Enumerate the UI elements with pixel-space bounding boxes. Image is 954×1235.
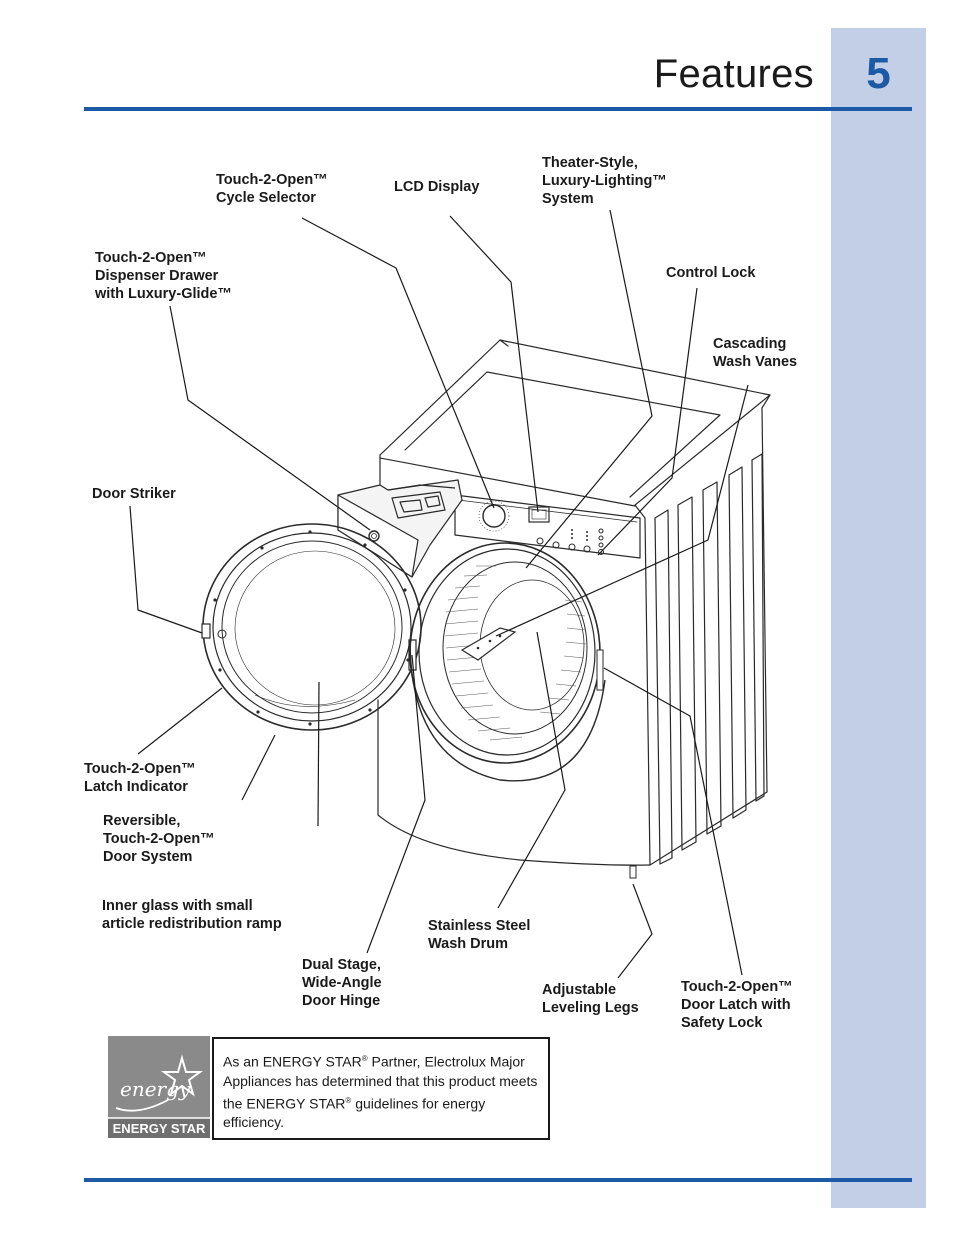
callout-wash-drum: Stainless Steel Wash Drum xyxy=(428,918,531,952)
callout-inner-glass: Inner glass with small article redistrib… xyxy=(102,898,282,932)
callout-dispenser-drawer: Touch-2-Open™ Dispenser Drawer with Luxu… xyxy=(95,250,232,302)
callout-cycle-selector: Touch-2-Open™ Cycle Selector xyxy=(216,172,328,206)
callout-lighting-system: Theater-Style, Luxury-Lighting™ System xyxy=(542,155,667,207)
energy-star-statement: As an ENERGY STAR® Partner, Electrolux M… xyxy=(212,1037,550,1140)
callout-lcd-display: LCD Display xyxy=(394,179,480,195)
energy-text-part-1: As an ENERGY STAR xyxy=(223,1053,362,1070)
side-tab xyxy=(831,28,926,1208)
energy-star-logo-label: ENERGY STAR xyxy=(113,1121,206,1136)
energy-star-script: energy xyxy=(120,1077,191,1101)
energy-star-text: As an ENERGY STAR® Partner, Electrolux M… xyxy=(223,1049,541,1132)
registered-mark-1: ® xyxy=(361,1054,368,1063)
energy-text-part-2: Partner, Electrolux Major Appliances has… xyxy=(223,1053,538,1112)
energy-text-part-3: guidelines for energy efficiency. xyxy=(223,1095,486,1131)
callout-door-system: Reversible, Touch-2-Open™ Door System xyxy=(103,813,215,865)
registered-mark-2: ® xyxy=(345,1095,352,1105)
callout-door-striker: Door Striker xyxy=(92,486,176,502)
callout-latch-indicator: Touch-2-Open™ Latch Indicator xyxy=(84,761,196,795)
top-divider xyxy=(84,107,912,111)
callout-leveling-legs: Adjustable Leveling Legs xyxy=(542,982,639,1016)
page-title: Features xyxy=(653,52,814,96)
bottom-divider xyxy=(84,1178,912,1182)
callout-door-latch: Touch-2-Open™ Door Latch with Safety Loc… xyxy=(681,979,793,1031)
energy-star-logo: energy ENERGY STAR xyxy=(108,1036,210,1138)
callout-wash-vanes: Cascading Wash Vanes xyxy=(713,336,798,370)
page-number: 5 xyxy=(866,49,891,98)
callout-door-hinge: Dual Stage, Wide-Angle Door Hinge xyxy=(302,957,382,1009)
callout-control-lock: Control Lock xyxy=(666,265,756,281)
